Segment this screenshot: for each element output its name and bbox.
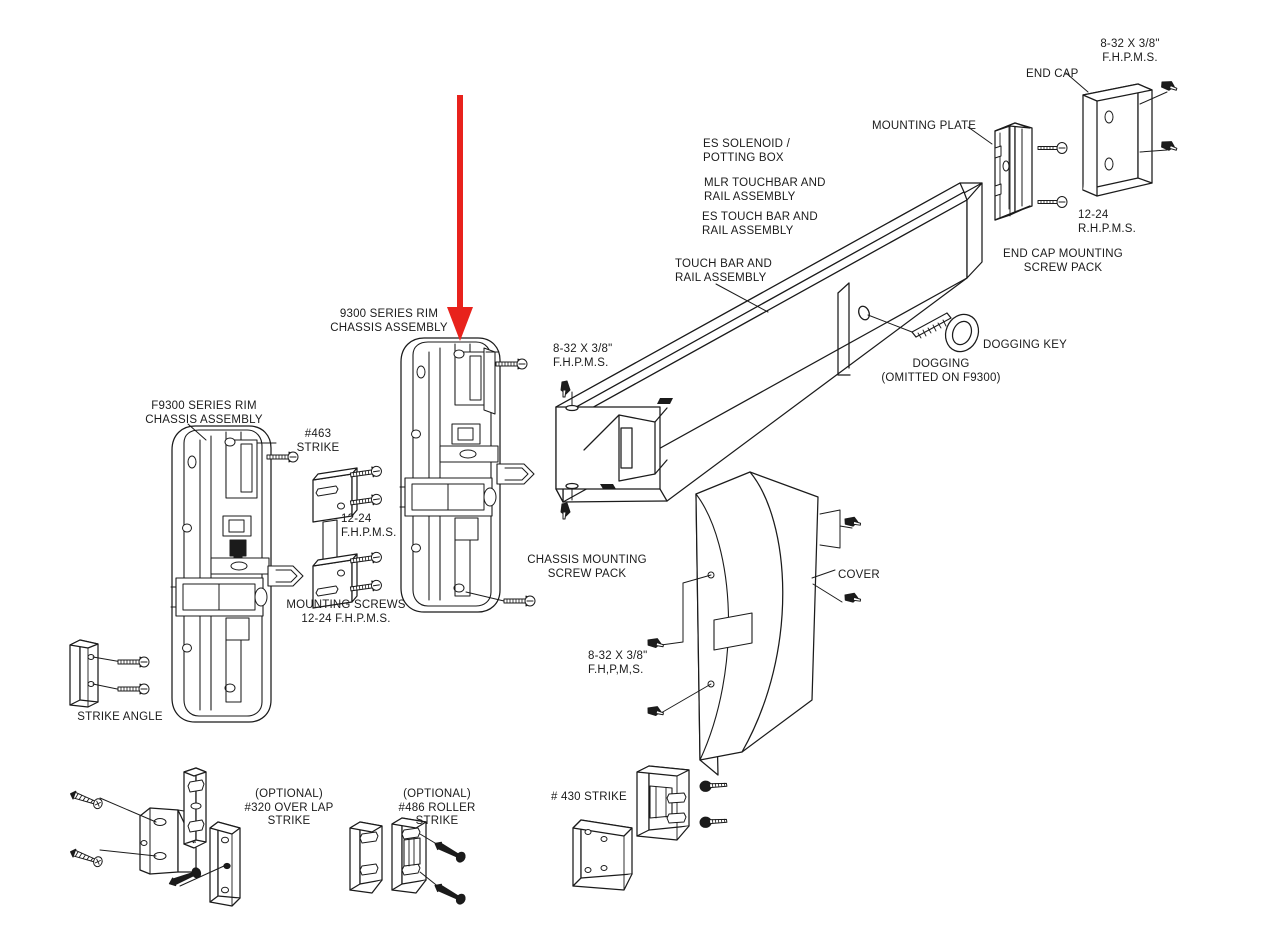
cover-part: [646, 471, 862, 776]
label-strike-486: (OPTIONAL) #486 ROLLER STRIKE: [398, 788, 476, 827]
label-rhpms-12-24: 12-24 R.H.P.M.S.: [1078, 209, 1137, 235]
label-end-cap: END CAP: [1026, 68, 1079, 80]
label-mounting-plate: MOUNTING PLATE: [872, 120, 977, 132]
strike-angle-part: [69, 639, 150, 708]
label-es-solenoid: ES SOLENOID / POTTING BOX: [703, 138, 790, 164]
label-touch-bar: TOUCH BAR AND RAIL ASSEMBLY: [675, 258, 772, 284]
label-strike-430: # 430 STRIKE: [551, 791, 627, 803]
red-pointer-arrow: [447, 95, 473, 341]
label-mlr-touchbar: MLR TOUCHBAR AND RAIL ASSEMBLY: [704, 177, 826, 203]
label-strike-angle: STRIKE ANGLE: [77, 711, 163, 723]
label-strike-463: #463 STRIKE: [296, 428, 340, 454]
touch-bar-rail-assembly-part: [555, 182, 983, 503]
mounting-plate-part: [967, 122, 1033, 221]
bar-end-screws: [560, 380, 579, 520]
label-screw-8-32-bottom: 8-32 X 3/8" F.H,P,M,S.: [588, 650, 648, 676]
label-cover: COVER: [838, 569, 880, 581]
label-dogging-key: DOGGING KEY: [983, 339, 1067, 351]
strike-430-part: [572, 765, 728, 891]
label-es-touch-bar: ES TOUCH BAR AND RAIL ASSEMBLY: [702, 211, 818, 237]
strike-463-part: [312, 465, 383, 609]
label-strike-320: (OPTIONAL) #320 OVER LAP STRIKE: [244, 788, 334, 827]
label-screw-8-32-top: 8-32 X 3/8" F.H.P.M.S.: [553, 343, 613, 369]
strike-486-part: [349, 817, 466, 905]
label-fhpms-12-24: 12-24 F.H.P.M.S.: [341, 513, 397, 539]
strike-320-part: [68, 767, 241, 907]
dogging-key-part: [867, 312, 980, 353]
end-cap-part: [1065, 72, 1179, 197]
label-chassis-screw-pack: CHASSIS MOUNTING SCREW PACK: [527, 554, 647, 580]
label-dogging: DOGGING (OMITTED ON F9300): [881, 358, 1001, 384]
chassis-9300-part: [399, 337, 536, 613]
label-chassis-9300: 9300 SERIES RIM CHASSIS ASSEMBLY: [330, 308, 448, 334]
label-end-cap-screw-pack: END CAP MOUNTING SCREW PACK: [1003, 248, 1123, 274]
label-chassis-f9300: F9300 SERIES RIM CHASSIS ASSEMBLY: [145, 400, 263, 426]
label-end-cap-screw: 8-32 X 3/8" F.H.P.M.S.: [1100, 38, 1160, 64]
chassis-f9300-part: [170, 423, 304, 723]
end-cap-mounting-screws: [1037, 141, 1068, 209]
label-mounting-screws: MOUNTING SCREWS 12-24 F.H.P.M.S.: [286, 599, 406, 625]
